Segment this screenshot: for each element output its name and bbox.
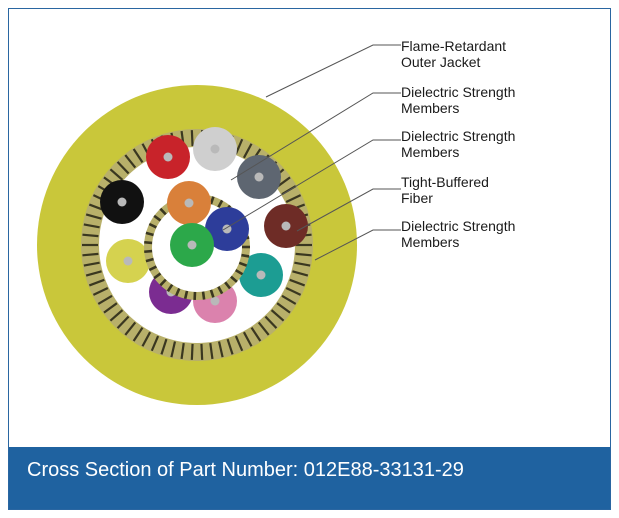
inner-strength-label-line2: Members — [401, 144, 459, 160]
strength-yarn-strand — [234, 335, 244, 352]
strength-yarn-strand — [83, 261, 100, 267]
strength-yarn-strand — [289, 278, 306, 287]
strength-yarn-strand — [276, 302, 291, 314]
fiber-core — [210, 296, 220, 306]
strength-yarn-strand — [270, 309, 285, 322]
strength-yarn-strand — [264, 315, 278, 329]
strength-yarn-strand — [183, 290, 189, 299]
strength-yarn-strand — [124, 321, 137, 336]
strength-yarn-strand — [148, 222, 158, 229]
strength-yarn-strand — [150, 335, 160, 352]
fiber-core — [117, 197, 127, 207]
strength-yarn-strand — [209, 196, 215, 205]
strength-yarn-strand — [217, 286, 224, 295]
strength-yarn-strand — [217, 341, 224, 358]
strength-yarn-strand — [190, 343, 194, 360]
fiber-leader-line — [296, 188, 401, 232]
strength-yarn-strand — [159, 207, 167, 216]
strength-yarn-strand — [116, 315, 130, 329]
strength-yarn-strand — [292, 270, 309, 277]
strength-yarn-strand — [85, 213, 102, 220]
strength-yarn-strand — [234, 268, 244, 276]
strength-yarn-strand — [242, 331, 253, 347]
strength-yarn-strand — [217, 199, 224, 208]
caption-text: Cross Section of Part Number: 012E88-331… — [27, 459, 464, 481]
strength-yarn-strand — [285, 194, 302, 204]
strength-yarn-strand — [241, 253, 250, 258]
strength-yarn-strand — [88, 278, 105, 287]
strength-yarn-strand — [124, 154, 137, 169]
strength-yarn-strand — [174, 287, 181, 297]
strength-yarn-strand — [180, 342, 185, 360]
strength-yarn-strand — [144, 240, 153, 245]
strength-yarn-strand — [250, 327, 262, 342]
fiber-core — [281, 221, 291, 231]
strength-yarn-strand — [294, 261, 311, 267]
fiber-label-line2: Fiber — [401, 190, 433, 206]
strength-yarn-strand — [209, 342, 214, 360]
strength-yarn-strand — [234, 138, 244, 155]
fiber-core — [163, 152, 173, 162]
strength-yarn-strand — [92, 286, 109, 296]
outer-strength-label-line1: Dielectric Strength — [401, 84, 515, 100]
strength-yarn-strand — [83, 223, 100, 229]
strength-yarn-strand — [160, 338, 168, 355]
outer-strength-label-line2: Members — [401, 100, 459, 116]
strength-yarn-strand — [209, 289, 215, 298]
strength-yarn-strand — [153, 272, 162, 280]
diagram-frame: Flame-Retardant Outer Jacket Dielectric … — [8, 8, 611, 510]
strength-yarn-strand — [257, 321, 270, 336]
inner-strength-label-line1: Dielectric Strength — [401, 128, 515, 144]
fiber-core — [210, 144, 220, 154]
inner-fiber-group — [167, 181, 249, 267]
caption-bar: Cross Section of Part Number: 012E88-331… — [9, 447, 610, 509]
strength-yarn-strand — [132, 327, 144, 342]
strength-yarn-strand — [145, 231, 154, 237]
strength-yarn-strand — [85, 270, 102, 277]
strength-yarn-strand — [166, 283, 174, 292]
fiber-label-line1: Tight-Buffered — [401, 174, 489, 190]
fiber-core — [254, 172, 264, 182]
strength-yarn-strand — [201, 291, 206, 300]
strength-yarn-strand — [145, 257, 154, 263]
fiber-core — [256, 270, 266, 280]
strength-yarn-strand — [116, 161, 130, 175]
strength-yarn-strand — [103, 302, 118, 314]
strength-yarn-strand — [190, 130, 194, 147]
strength-yarn-strand — [224, 281, 232, 290]
strength-yarn-strand — [109, 168, 124, 181]
strength-yarn-strand — [295, 252, 312, 257]
strength-yarn-strand — [141, 331, 152, 347]
core-strength-label-line2: Members — [401, 234, 459, 250]
strength-yarn-strand — [109, 309, 124, 322]
jacket-leader-line — [265, 44, 401, 98]
core-strength-leader-line — [314, 229, 401, 261]
strength-yarn-strand — [82, 252, 99, 257]
fiber-core — [123, 256, 133, 266]
strength-yarn-strand — [153, 214, 162, 222]
strength-yarn-strand — [238, 261, 248, 267]
strength-yarn-strand — [230, 275, 238, 283]
strength-yarn-strand — [242, 143, 253, 159]
inner-strength-leader-line — [222, 139, 401, 231]
outer-strength-leader-line — [230, 92, 401, 181]
strength-yarn-strand — [132, 148, 144, 163]
cable-cross-section-diagram: Flame-Retardant Outer Jacket Dielectric … — [37, 38, 515, 405]
strength-yarn-strand — [170, 341, 177, 358]
strength-yarn-strand — [144, 249, 153, 254]
strength-yarn-strand — [82, 233, 99, 238]
strength-yarn-strand — [97, 294, 113, 305]
strength-yarn-strand — [285, 286, 302, 296]
jacket-label-line2: Outer Jacket — [401, 54, 480, 70]
outer-fiber-group — [100, 127, 308, 323]
strength-yarn-strand — [200, 343, 204, 360]
core-strength-label-line1: Dielectric Strength — [401, 218, 515, 234]
fiber-core — [184, 198, 194, 208]
strength-yarn-strand — [226, 338, 234, 355]
strength-yarn-strand — [159, 278, 167, 287]
strength-yarn-strand — [281, 294, 297, 305]
strength-yarn-strand — [148, 265, 158, 272]
fiber-core — [187, 240, 197, 250]
jacket-label-line1: Flame-Retardant — [401, 38, 506, 54]
